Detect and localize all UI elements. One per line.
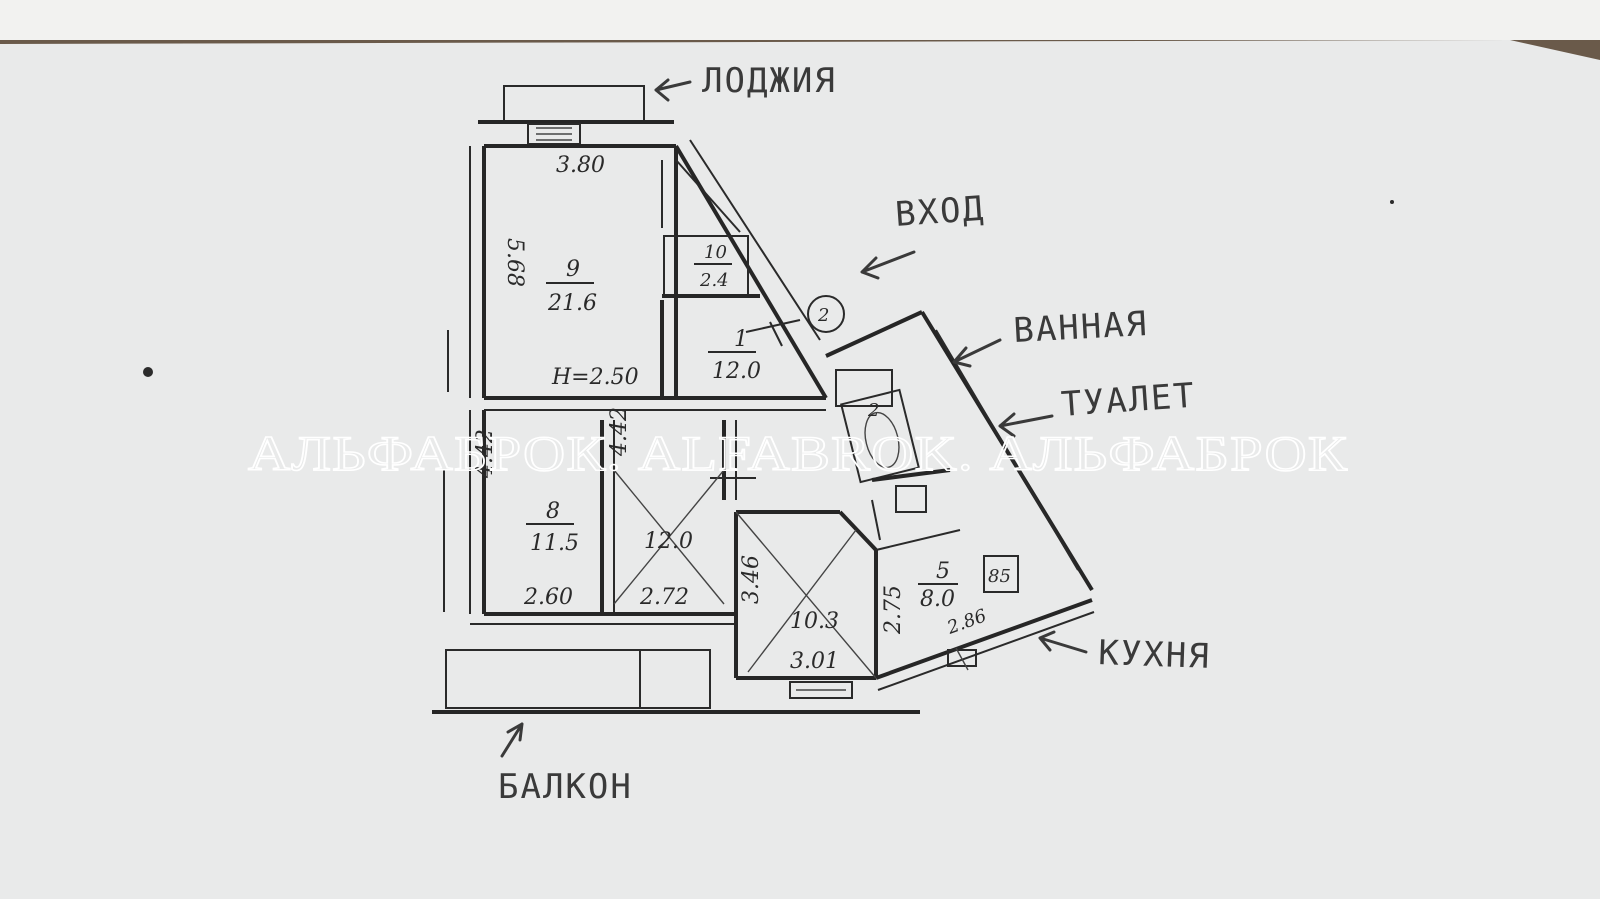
dim-left-height: 5.68 (502, 238, 527, 287)
entrance-marker (807, 295, 845, 333)
label-loggia: ЛОДЖИЯ (702, 61, 837, 101)
room9-number: 9 (566, 257, 580, 282)
paper-sheet (0, 40, 1600, 899)
label-bathroom: ВАННАЯ (1012, 304, 1149, 351)
stove-label: 85 (988, 566, 1011, 587)
arrow-entrance-icon (860, 250, 916, 280)
dim-left-mid: 4.42 (473, 429, 498, 479)
paper-top-sheet (0, 0, 1600, 40)
room10-area: 2.4 (699, 270, 729, 291)
entrance-marker-number: 2 (817, 305, 829, 326)
dim-mid-left: 4.42 (607, 407, 632, 457)
dim-bottom-b: 2.72 (639, 585, 689, 610)
dim-top-width: 3.80 (556, 153, 605, 178)
watermark: АЛЬФАБРОК. ALFABROK. АЛЬФАБРОК (248, 425, 1348, 481)
room9-area: 21.6 (547, 291, 597, 316)
room7-area: 12.0 (644, 529, 693, 554)
arrow-toilet-icon (998, 412, 1054, 438)
room1-number: 1 (734, 327, 748, 352)
label-entrance: ВХОД (894, 189, 986, 235)
arrow-kitchen-icon (1038, 630, 1088, 654)
label-balcony: БАЛКОН (498, 767, 633, 807)
dim-room5-height: 2.75 (881, 585, 906, 635)
room2-number: 2 (867, 400, 879, 421)
ink-dot (143, 367, 153, 377)
dim-bottom-a: 2.60 (523, 585, 573, 610)
dim-bottom-c: 3.01 (790, 649, 839, 674)
label-toilet: ТУАЛЕТ (1060, 376, 1197, 425)
room8-number: 8 (546, 499, 560, 524)
arrow-bathroom-icon (952, 338, 1002, 368)
room6-area: 10.3 (790, 609, 839, 634)
room1-area: 12.0 (712, 359, 761, 384)
plan-walls (432, 85, 1095, 714)
arrow-balcony-icon (500, 722, 524, 758)
room10-number: 10 (704, 242, 727, 263)
label-kitchen: КУХНЯ (1098, 633, 1212, 677)
dim-ceiling-height: H=2.50 (551, 365, 639, 390)
room5-number: 5 (936, 559, 950, 584)
ink-dot-small (1390, 200, 1394, 204)
dim-room6-height: 3.46 (739, 555, 764, 604)
arrow-loggia-icon (654, 78, 692, 102)
room5-area: 8.0 (920, 587, 955, 612)
room8-area: 11.5 (530, 531, 579, 556)
